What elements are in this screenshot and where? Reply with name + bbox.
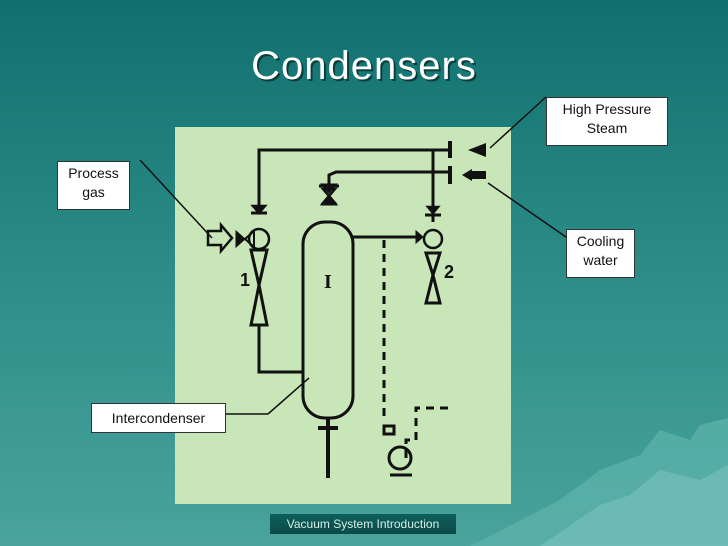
slide-title: Condensers bbox=[251, 44, 477, 88]
process-gas-leader bbox=[139, 159, 213, 239]
slide-footer: Vacuum System Introduction bbox=[270, 514, 456, 534]
steam-line bbox=[257, 148, 450, 205]
ejector-2-label: 2 bbox=[444, 262, 454, 282]
vacuum-pump bbox=[387, 445, 413, 471]
steam-leader bbox=[489, 96, 547, 149]
condenser-label: I bbox=[324, 271, 332, 293]
ejector-1-label: 1 bbox=[240, 270, 250, 290]
steam-arrow bbox=[468, 143, 486, 157]
cooling-water-line bbox=[327, 170, 450, 186]
cooling-water-leader bbox=[487, 182, 567, 238]
cooling-water-callout: Cooling water bbox=[566, 229, 635, 278]
diagram-panel bbox=[175, 127, 511, 504]
high-pressure-steam-callout: High Pressure Steam bbox=[546, 97, 668, 146]
intercondenser-leader-b bbox=[267, 377, 310, 415]
ejector-1 bbox=[249, 248, 269, 327]
process-gas-arrow bbox=[206, 221, 234, 255]
condenser-vessel bbox=[301, 220, 355, 420]
cooling-water-arrow bbox=[472, 171, 486, 179]
ejector-2 bbox=[423, 251, 443, 305]
intercondenser-callout: Intercondenser bbox=[91, 403, 226, 433]
process-gas-callout: Process gas bbox=[57, 161, 130, 210]
